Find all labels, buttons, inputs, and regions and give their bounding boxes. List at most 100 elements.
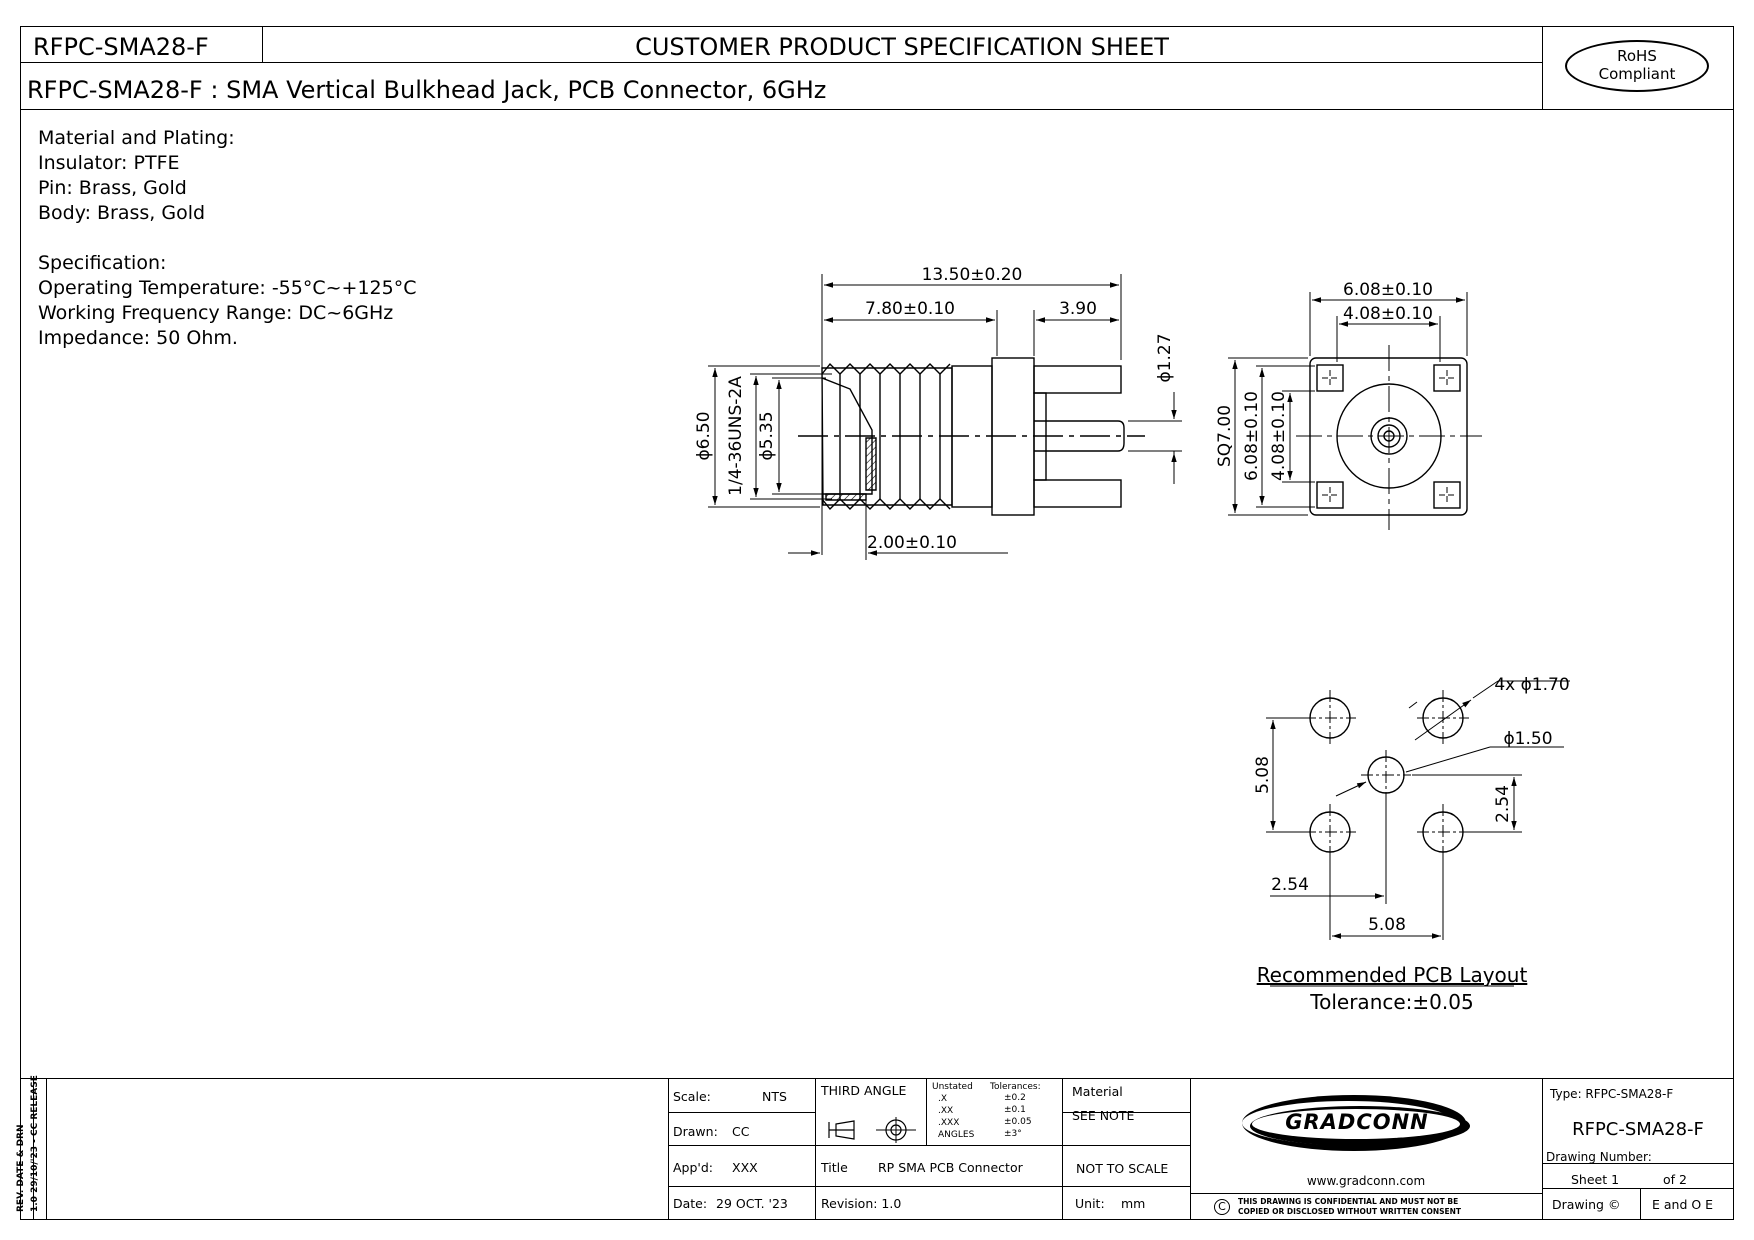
side-view xyxy=(798,357,1145,516)
material-value: SEE NOTE xyxy=(1072,1108,1135,1123)
date-value: 29 OCT. '23 xyxy=(716,1196,788,1211)
impedance-note: Impedance: 50 Ohm. xyxy=(38,327,238,349)
revision-history-header: REV. DATE & DRN xyxy=(16,1124,26,1212)
part-number: RFPC-SMA28-F xyxy=(33,33,209,61)
insulator-note: Insulator: PTFE xyxy=(38,152,180,174)
tb-col-3 xyxy=(1062,1078,1063,1220)
drawn-label: Drawn: xyxy=(673,1124,718,1139)
pcb-layout xyxy=(1304,690,1469,860)
pin-length-dim: 3.90 xyxy=(1059,299,1097,319)
spec-heading: Specification: xyxy=(38,252,167,274)
tb-row-drawing-number xyxy=(1542,1163,1734,1164)
front-view xyxy=(1296,345,1482,530)
title-value: RP SMA PCB Connector xyxy=(878,1160,1023,1175)
tb-row-sheet xyxy=(1542,1188,1734,1189)
tb-col-6 xyxy=(1640,1188,1641,1220)
header-cell-divider xyxy=(262,26,263,62)
lower-ground-leg xyxy=(1033,479,1122,508)
upper-ground-leg xyxy=(1033,365,1122,394)
pcb-dimensions xyxy=(1266,680,1570,940)
header-divider xyxy=(20,62,1542,63)
corner-leg-tr xyxy=(1433,364,1461,392)
tol-angles: ANGLES xyxy=(938,1130,975,1140)
product-description: RFPC-SMA28-F : SMA Vertical Bulkhead Jac… xyxy=(27,76,827,104)
sheet-title: CUSTOMER PRODUCT SPECIFICATION SHEET xyxy=(635,33,1169,61)
rohs-cell-divider xyxy=(1542,26,1543,109)
tol-heading: Tolerances: xyxy=(990,1082,1041,1092)
drawing-part-number: RFPC-SMA28-F xyxy=(1572,1119,1704,1140)
insulator-hatch xyxy=(865,437,877,491)
not-to-scale-label: NOT TO SCALE xyxy=(1076,1161,1169,1176)
tb-col-2 xyxy=(815,1078,816,1220)
tb-row-2 xyxy=(668,1145,1190,1146)
tol-unstated: Unstated xyxy=(932,1082,973,1092)
drawing-frame xyxy=(20,26,1734,1220)
tb-col-tol xyxy=(926,1078,927,1145)
rohs-label: RoHS xyxy=(1617,47,1657,65)
drawing-owner: E and O E xyxy=(1652,1197,1714,1212)
tb-row-3 xyxy=(668,1186,1190,1187)
drawing-number-label: Drawing Number: xyxy=(1546,1150,1652,1164)
logo-swoosh-icon xyxy=(1242,1095,1470,1151)
outer-diameter-dim: ϕ6.50 xyxy=(694,411,714,460)
date-label: Date: xyxy=(673,1196,708,1211)
tol-angles-value: ±3° xyxy=(1004,1129,1022,1139)
front-width-inner-dim: 4.08±0.10 xyxy=(1343,304,1433,324)
confidential-line-1: THIS DRAWING IS CONFIDENTIAL AND MUST NO… xyxy=(1238,1197,1459,1206)
inner-diameter-dim: ϕ5.35 xyxy=(757,411,777,460)
third-angle-projection-icon xyxy=(828,1117,916,1143)
scale-value: NTS xyxy=(762,1089,787,1104)
material-notes: Material and Plating: Insulator: PTFE Pi… xyxy=(38,126,235,226)
center-hole-dim: ϕ1.50 xyxy=(1503,729,1552,749)
type-label: Type: RFPC-SMA28-F xyxy=(1550,1087,1674,1101)
shoulder-dim: 2.00±0.10 xyxy=(867,533,957,553)
header-bottom-border xyxy=(20,109,1734,110)
title-label: Title xyxy=(821,1160,848,1175)
gradconn-logo: GRADCONN xyxy=(1236,1092,1478,1154)
material-heading: Material and Plating: xyxy=(38,127,235,149)
revision-entry: 1.0 29/10/'23 - CC RELEASE xyxy=(30,1075,40,1212)
corner-leg-bl xyxy=(1316,481,1344,509)
front-height-outer-dim: 6.08±0.10 xyxy=(1242,391,1262,481)
rohs-compliant-label: Compliant xyxy=(1598,65,1676,83)
front-height-inner-dim: 4.08±0.10 xyxy=(1269,391,1289,481)
tb-row-logo xyxy=(1190,1193,1542,1194)
revision-label: Revision: 1.0 xyxy=(821,1196,902,1211)
drawn-value: CC xyxy=(732,1124,750,1139)
approved-value: XXX xyxy=(732,1160,758,1175)
tol-x-value: ±0.2 xyxy=(1004,1093,1026,1103)
corner-leg-br xyxy=(1433,481,1461,509)
horizontal-half-pitch-dim: 2.54 xyxy=(1271,875,1309,895)
unit-value: mm xyxy=(1121,1196,1146,1211)
pin-note: Pin: Brass, Gold xyxy=(38,177,187,199)
thread-spec-dim: 1/4-36UNS-2A xyxy=(726,376,746,496)
body-note: Body: Brass, Gold xyxy=(38,202,206,224)
rohs-badge: RoHS Compliant xyxy=(1565,40,1709,92)
tb-col-1 xyxy=(668,1078,669,1220)
tol-xxx: .XXX xyxy=(938,1118,960,1128)
rev-column-divider-1 xyxy=(33,1078,34,1220)
confidential-line-2: COPIED OR DISCLOSED WITHOUT WRITTEN CONS… xyxy=(1238,1207,1462,1216)
sheet-label: Sheet 1 xyxy=(1571,1172,1620,1187)
drawing-copyright: Drawing © xyxy=(1552,1197,1621,1212)
frequency-note: Working Frequency Range: DC~6GHz xyxy=(38,302,394,324)
tb-col-5 xyxy=(1542,1078,1543,1220)
pin-diameter-dim: ϕ1.27 xyxy=(1155,333,1175,382)
unit-label: Unit: xyxy=(1075,1196,1105,1211)
corner-leg-tl xyxy=(1316,364,1344,392)
tol-xx-value: ±0.1 xyxy=(1004,1105,1026,1115)
square-size-dim: SQ7.00 xyxy=(1215,405,1235,467)
tb-row-material xyxy=(1062,1112,1190,1113)
tol-x: .X xyxy=(938,1094,948,1104)
thread-length-dim: 7.80±0.10 xyxy=(865,299,955,319)
rev-column-divider-2 xyxy=(46,1078,47,1220)
material-label: Material xyxy=(1072,1084,1123,1099)
side-view-dimensions xyxy=(708,274,1182,560)
approved-label: App'd: xyxy=(673,1160,714,1175)
sheet-of: of 2 xyxy=(1663,1172,1687,1187)
overall-length-dim: 13.50±0.20 xyxy=(922,265,1023,285)
tol-xxx-value: ±0.05 xyxy=(1004,1117,1032,1127)
vertical-pitch-dim: 5.08 xyxy=(1253,756,1273,794)
horizontal-pitch-dim: 5.08 xyxy=(1368,915,1406,935)
